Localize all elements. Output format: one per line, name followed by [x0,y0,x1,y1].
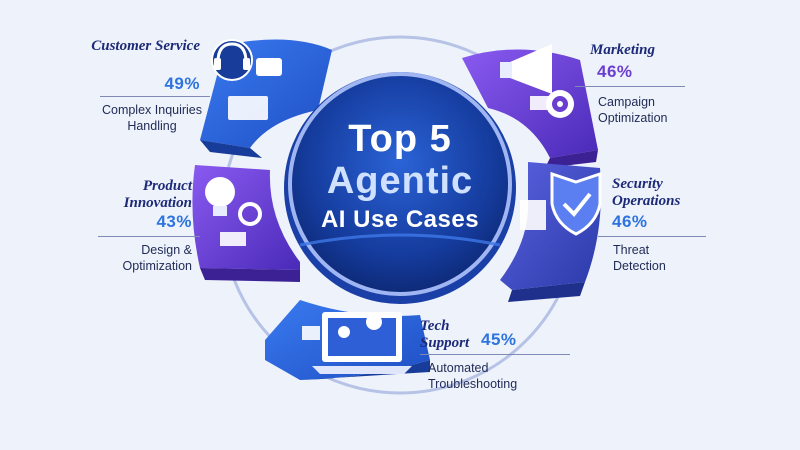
title-line-1: Top 5 [348,118,452,160]
product-innovation-percent: 43% [156,212,192,231]
shield-check-icon [520,171,602,236]
product-innovation-divider [98,236,200,237]
laptop-tools-icon [302,312,412,374]
security-operations-description: Threat Detection [613,243,666,273]
security-operations-category: Security Operations [612,176,681,209]
segment-marketing-edge [545,150,598,168]
product-innovation-category: Product Innovation [123,178,192,211]
tech-support-category: Tech Support [420,318,470,351]
segment-product-innovation-edge [200,268,300,282]
security-operations-divider [598,236,706,237]
marketing-percent: 46% [597,62,633,81]
title-line-3: AI Use Cases [320,206,480,233]
segment-security-operations-edge [508,282,585,302]
customer-service-divider [100,96,210,97]
security-operations-percent: 46% [612,212,648,231]
tech-support-divider [420,354,570,355]
marketing-divider [575,86,685,87]
headset-icon [211,39,282,120]
customer-service-description: Complex Inquiries Handling [101,103,203,133]
lightbulb-icon [205,177,262,246]
tech-support-description: Automated Troubleshooting [428,361,518,391]
title-line-2: Agentic [326,160,474,202]
marketing-category: Marketing [590,42,656,58]
segment-customer-service-edge [200,140,262,158]
megaphone-icon [500,44,574,118]
customer-service-category: Customer Service [91,38,200,54]
center-disk-highlight [299,233,501,247]
product-innovation-description: Design & Optimization [122,243,192,273]
tech-support-percent: 45% [481,330,517,349]
marketing-description: Campaign Optimization [598,95,668,125]
customer-service-percent: 49% [164,74,200,93]
